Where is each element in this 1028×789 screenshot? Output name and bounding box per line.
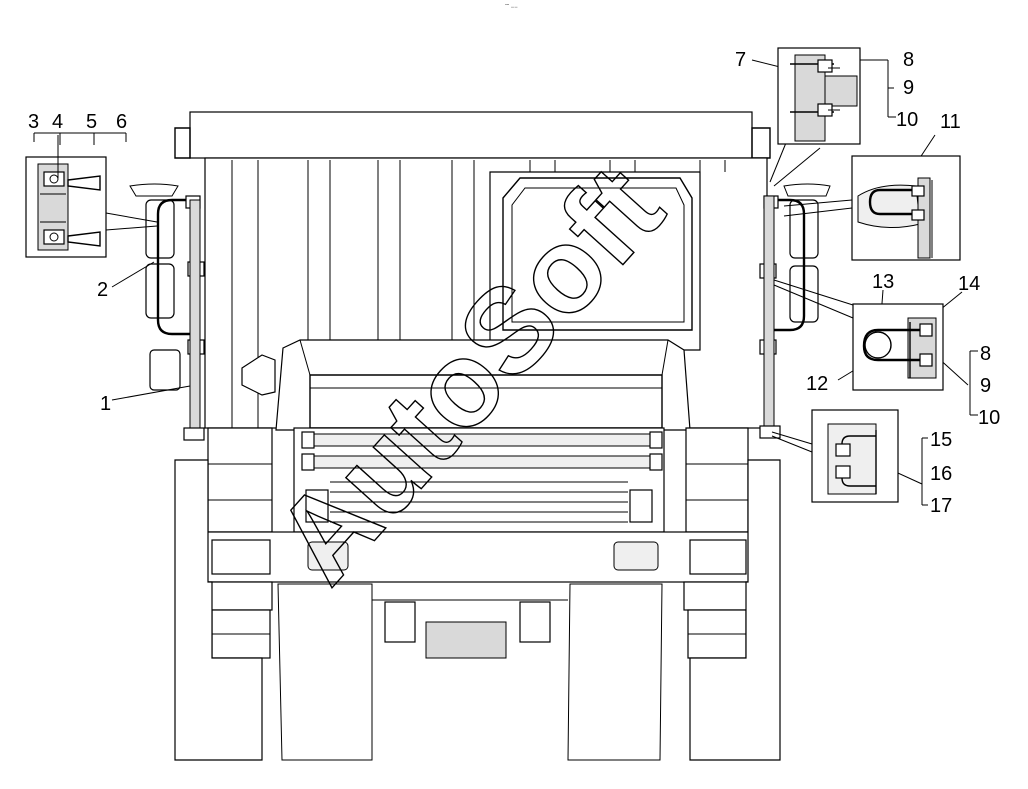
cab-window-inner xyxy=(511,187,685,323)
right-tire xyxy=(689,459,781,761)
leader-lines xyxy=(33,59,978,506)
right-horn-top xyxy=(783,183,831,197)
left-beacon xyxy=(241,354,276,396)
left-horn-top xyxy=(129,183,179,197)
header-mark: ˆ˜ −− xyxy=(505,5,518,11)
callout-14: 14 xyxy=(958,273,980,295)
right-mirror-arm xyxy=(768,198,806,332)
callout-3: 3 xyxy=(28,111,39,133)
detail-view-left-clamp xyxy=(25,156,107,258)
left-grille-lamp xyxy=(305,489,329,523)
callout-16: 16 xyxy=(930,463,952,485)
callout-labels: 3 4 5 6 2 1 7 8 9 10 11 13 14 12 8 9 10 … xyxy=(28,49,1000,517)
left-inner-tire xyxy=(277,583,373,761)
left-bumper-lamp xyxy=(211,539,271,575)
callout-11: 11 xyxy=(940,111,961,133)
detail-view-u-bolt xyxy=(852,303,944,391)
right-mirror-assembly xyxy=(759,183,831,439)
callout-13: 13 xyxy=(872,271,894,293)
left-mirror-lower xyxy=(145,263,175,319)
left-mirror-arm xyxy=(156,198,196,336)
callout-5: 5 xyxy=(86,111,97,133)
center-housing xyxy=(425,621,507,659)
callout-12: 12 xyxy=(806,373,828,395)
callout-6: 6 xyxy=(116,111,127,133)
front-bumper xyxy=(205,531,751,583)
detail-view-lower-mount xyxy=(811,409,899,503)
left-axle-bracket xyxy=(384,601,416,643)
callout-17: 17 xyxy=(930,495,952,517)
callout-7: 7 xyxy=(735,49,746,71)
callout-15: 15 xyxy=(930,429,952,451)
right-axle-bracket xyxy=(519,601,551,643)
left-tire xyxy=(174,459,263,761)
grille-bars xyxy=(301,431,663,523)
right-mounting-bracket xyxy=(763,195,775,437)
callout-10-mid: 10 xyxy=(978,407,1000,429)
callout-2: 2 xyxy=(97,279,108,301)
left-mounting-bracket xyxy=(189,199,201,439)
dump-body-top xyxy=(189,111,753,159)
callout-10-top: 10 xyxy=(896,109,918,131)
cab-window-outer xyxy=(502,177,693,331)
left-mirror-upper xyxy=(145,199,175,259)
detail-view-mirror-bracket xyxy=(851,155,961,261)
detail-view-upper-clamp xyxy=(777,47,861,145)
left-mirror-assembly xyxy=(129,183,205,441)
left-tow-eye xyxy=(307,541,349,571)
cab xyxy=(489,171,701,351)
callout-8-mid: 8 xyxy=(980,343,991,365)
callout-9-top: 9 xyxy=(903,77,914,99)
right-bumper-lamp xyxy=(689,539,747,575)
callout-1: 1 xyxy=(100,393,111,415)
truck-body xyxy=(174,111,781,761)
right-fender xyxy=(685,427,749,533)
right-inner-tire xyxy=(567,583,663,761)
right-tow-eye xyxy=(613,541,659,571)
callout-4: 4 xyxy=(52,111,63,133)
callout-9-mid: 9 xyxy=(980,375,991,397)
dump-body-flanges xyxy=(174,127,771,159)
right-grille-lamp xyxy=(629,489,653,523)
callout-8-top: 8 xyxy=(903,49,914,71)
